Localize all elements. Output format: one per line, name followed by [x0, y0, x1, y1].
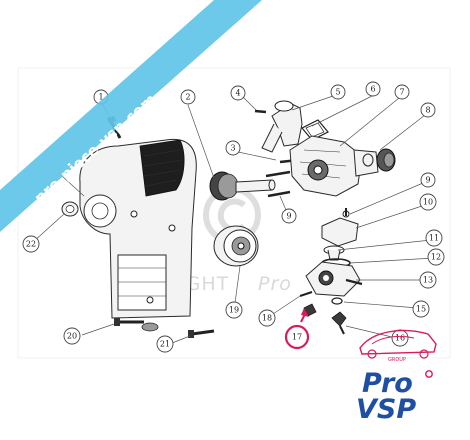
callout-6: 6: [365, 81, 381, 97]
callout-2-label: 2: [185, 93, 190, 102]
watermark-brand-text: Pro: [258, 273, 292, 295]
ribbon-band: [0, 0, 262, 232]
callout-20: 20: [63, 327, 81, 345]
callout-18-label: 18: [262, 314, 272, 323]
logo-car-outline: [359, 329, 437, 355]
callout-11: 11: [425, 229, 443, 247]
callout-8: 8: [420, 102, 436, 118]
callout-13: 13: [419, 271, 437, 289]
callout-21-label: 21: [160, 340, 170, 349]
callout-17-label: 17: [292, 333, 302, 342]
callout-19-label: 19: [229, 306, 239, 315]
callout-21: 21: [156, 335, 174, 353]
sensor-part-16: [331, 311, 347, 335]
callout-4-label: 4: [235, 89, 240, 98]
callout-19: 19: [225, 301, 243, 319]
callout-22-label: 22: [26, 240, 36, 249]
callout-15: 15: [412, 300, 430, 318]
callout-22: 22: [22, 235, 40, 253]
studs-and-bolts: [254, 109, 299, 198]
callout-17-highlighted: 17: [284, 308, 310, 350]
toothed-pulley-part-2: [209, 171, 276, 201]
callout-3-label: 3: [230, 144, 235, 153]
callout-10: 10: [419, 193, 437, 211]
timing-belt-cover: [79, 138, 197, 319]
highlight-arrow-head: [301, 308, 309, 317]
callout-16-label: 16: [395, 334, 405, 343]
callout-15-label: 15: [416, 305, 426, 314]
callout-3: 3: [225, 140, 241, 156]
callout-9-lower: 9: [420, 172, 436, 188]
o-ring-part-15: [331, 297, 343, 305]
callout-10-label: 10: [423, 198, 433, 207]
callout-20-label: 20: [67, 332, 77, 341]
tensioner-roller-part-19: [213, 225, 259, 267]
logo-car-window: [371, 335, 415, 345]
callout-12: 12: [427, 248, 445, 266]
callout-5: 5: [330, 84, 346, 100]
callout-2: 2: [180, 89, 196, 105]
callout-9-upper: 9: [281, 208, 297, 224]
pro-vsp-logo: GROUP Pro VSP: [356, 329, 437, 425]
callout-18: 18: [258, 309, 276, 327]
thermostat-part-11: [323, 245, 345, 261]
bolt-part-20: [114, 318, 159, 332]
logo-vsp-text: VSP: [356, 394, 416, 425]
callout-7-label: 7: [399, 88, 404, 97]
callout-5-label: 5: [335, 88, 340, 97]
leader-lines: [31, 94, 435, 344]
callout-1-label: 1: [98, 93, 103, 102]
callout-6-label: 6: [370, 85, 375, 94]
callout-4: 4: [230, 85, 246, 101]
callout-7: 7: [394, 84, 410, 100]
callout-9-lower-label: 9: [425, 176, 430, 185]
clip-part-18: [299, 291, 313, 297]
thermostat-housing-part-10: [321, 208, 359, 247]
logo-accent-dot: [425, 370, 433, 378]
logo-pro-text: Pro: [362, 368, 413, 399]
callout-11-label: 11: [429, 234, 439, 243]
callout-8-label: 8: [425, 106, 430, 115]
washer-part-22: [61, 201, 79, 217]
impeller-part-8: [362, 148, 396, 172]
bolt-part-21: [188, 329, 215, 338]
callout-12-label: 12: [431, 253, 441, 262]
callout-13-label: 13: [423, 276, 433, 285]
water-outlet-pipe-part-5: [261, 100, 303, 153]
callout-16: 16: [391, 329, 409, 347]
logo-group-text: GROUP: [388, 357, 406, 363]
callout-9-upper-label: 9: [286, 212, 291, 221]
